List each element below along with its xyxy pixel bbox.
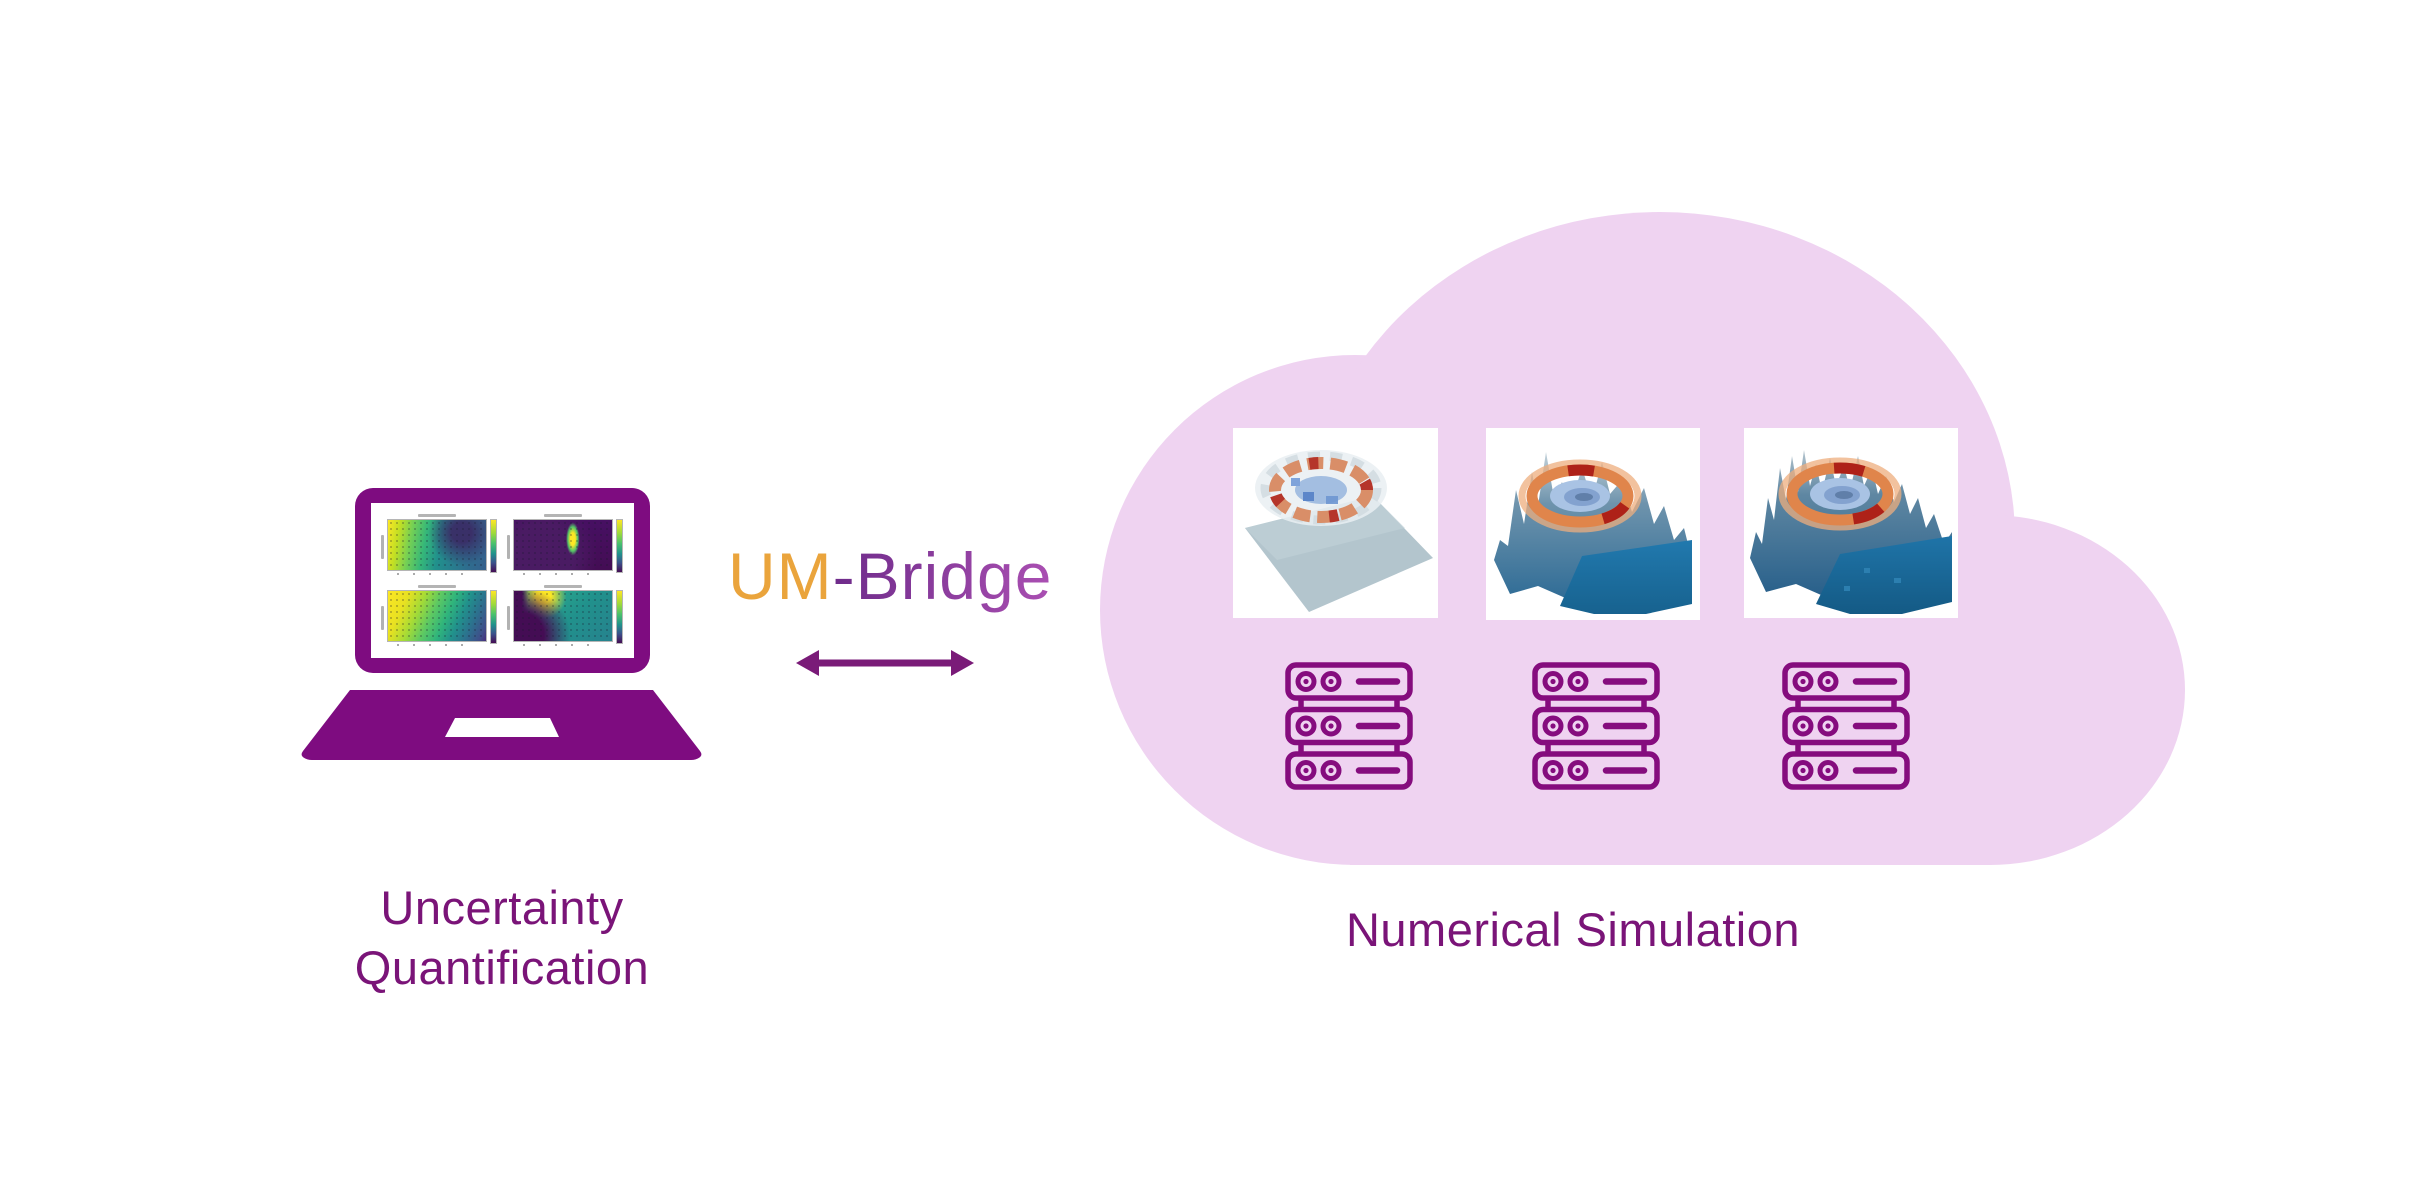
plot-xticks <box>397 643 477 646</box>
laptop-screen <box>355 488 650 673</box>
double-arrow-icon <box>796 650 974 676</box>
sim-image-fine-tsunami <box>1744 428 1958 618</box>
laptop-display <box>371 503 634 658</box>
screen-plot-1 <box>381 513 499 578</box>
um-bridge-suffix: -Bridge <box>832 539 1053 613</box>
uq-label-line1: Uncertainty <box>380 881 624 934</box>
plot-ylabel <box>506 535 510 559</box>
um-bridge-wordmark: UM-Bridge <box>728 538 1052 614</box>
laptop-keyboard-base <box>301 690 702 760</box>
touchpad-notch <box>445 718 559 737</box>
uq-label-line2: Quantification <box>354 941 650 994</box>
plot-xticks <box>522 643 603 646</box>
numerical-simulation-label: Numerical Simulation <box>1345 903 1801 956</box>
screen-plot-4 <box>506 584 625 649</box>
colorbar <box>490 519 497 573</box>
uncertainty-quantification-label: Uncertainty Quantification <box>302 878 702 998</box>
plot-ylabel <box>506 605 510 630</box>
server-rack-icon-3 <box>1782 662 1910 790</box>
plot-title <box>418 514 456 517</box>
plot-title <box>543 584 582 588</box>
screen-plot-2 <box>506 513 625 578</box>
plot-ylabel <box>381 535 384 559</box>
sim-image-medium-tsunami <box>1486 428 1700 620</box>
colorbar <box>615 519 623 573</box>
server-rack-icon-1 <box>1285 662 1413 790</box>
screen-plot-3 <box>381 584 499 649</box>
plot-title <box>418 584 456 588</box>
colorbar <box>615 589 623 644</box>
um-bridge-prefix: UM <box>728 539 833 613</box>
server-rack-icon-2 <box>1532 662 1660 790</box>
plot-xticks <box>397 573 477 575</box>
sim-image-coarse-tsunami <box>1233 428 1438 618</box>
plot-title <box>543 514 582 517</box>
plot-ylabel <box>381 605 384 630</box>
plot-xticks <box>522 573 603 575</box>
colorbar <box>490 589 497 644</box>
